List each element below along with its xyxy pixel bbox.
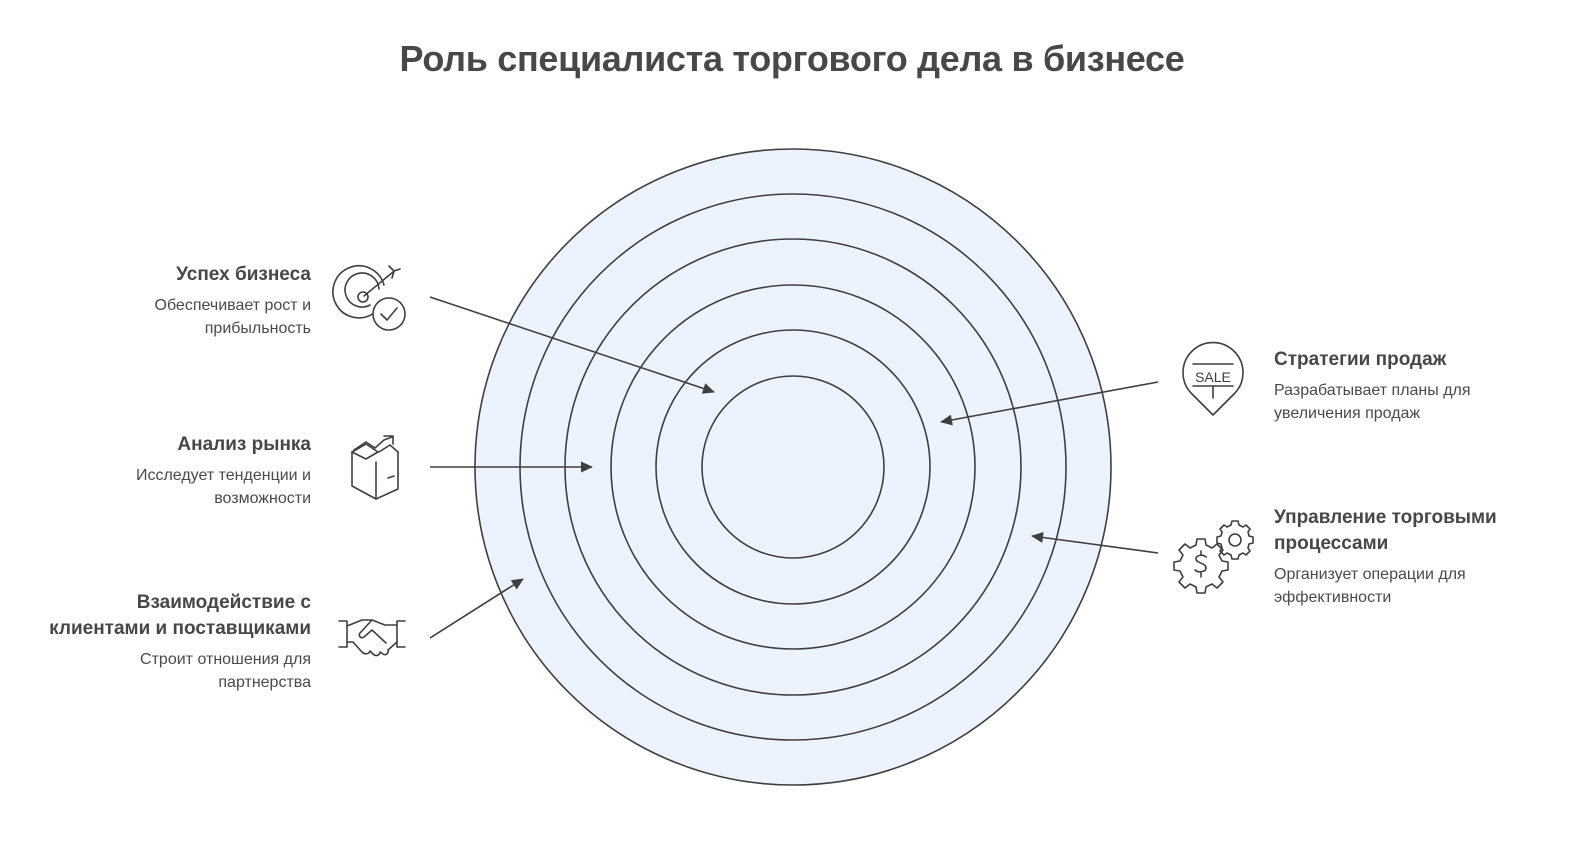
sale-tag-icon: SALE	[1182, 341, 1244, 416]
success-description: Обеспечивает рост и прибыльность	[155, 294, 312, 340]
management-heading-line2: процессами	[1274, 533, 1389, 554]
interaction-heading: Взаимодействие с клиентами и поставщикам…	[49, 590, 311, 642]
market-description: Исследует тенденции и возможности	[136, 464, 311, 510]
sale-tag-text: SALE	[1195, 369, 1231, 385]
page-title: Роль специалиста торгового дела в бизнес…	[399, 38, 1185, 79]
interaction-heading-line2: клиентами и поставщиками	[49, 618, 311, 639]
management-desc-line2: эффективности	[1274, 589, 1392, 606]
label-management: Управление торговыми процессами Организу…	[1274, 505, 1497, 609]
interaction-desc-line2: партнерства	[218, 674, 311, 691]
strategy-desc-line2: увеличения продаж	[1274, 405, 1421, 422]
ring-6	[701, 375, 885, 559]
target-check-icon	[332, 265, 406, 331]
success-desc-line1: Обеспечивает рост и	[154, 297, 312, 314]
market-desc-line1: Исследует тенденции и	[135, 467, 311, 484]
arrow-interaction	[429, 578, 524, 639]
label-market: Анализ рынка Исследует тенденции и возмо…	[136, 432, 311, 510]
interaction-description: Строит отношения для партнерства	[49, 648, 311, 694]
strategy-desc-line1: Разрабатывает планы для	[1274, 382, 1471, 399]
success-desc-line2: прибыльность	[204, 320, 311, 337]
strategy-description: Разрабатывает планы для увеличения прода…	[1274, 379, 1471, 425]
label-strategy: Стратегии продаж Разрабатывает планы для…	[1274, 347, 1471, 425]
interaction-desc-line1: Строит отношения для	[140, 651, 311, 668]
arrow-success	[429, 296, 715, 394]
success-heading: Успех бизнеса	[176, 264, 311, 285]
handshake-icon	[338, 619, 406, 657]
gears-dollar-icon	[1173, 520, 1254, 594]
market-heading: Анализ рынка	[177, 434, 311, 455]
arrows	[429, 296, 1159, 639]
label-success: Успех бизнеса Обеспечивает рост и прибыл…	[155, 262, 312, 340]
arrow-management	[1031, 532, 1159, 554]
rings	[474, 148, 1112, 786]
box-trend-icon	[351, 435, 399, 500]
market-desc-line2: возможности	[214, 490, 311, 507]
management-description: Организует операции для эффективности	[1274, 563, 1497, 609]
interaction-heading-line1: Взаимодействие с	[136, 592, 311, 613]
management-heading: Управление торговыми процессами	[1274, 505, 1497, 557]
management-heading-line1: Управление торговыми	[1274, 507, 1497, 528]
strategy-heading: Стратегии продаж	[1274, 349, 1447, 370]
label-interaction: Взаимодействие с клиентами и поставщикам…	[49, 590, 311, 694]
arrow-strategy	[940, 381, 1159, 426]
management-desc-line1: Организует операции для	[1274, 566, 1466, 583]
